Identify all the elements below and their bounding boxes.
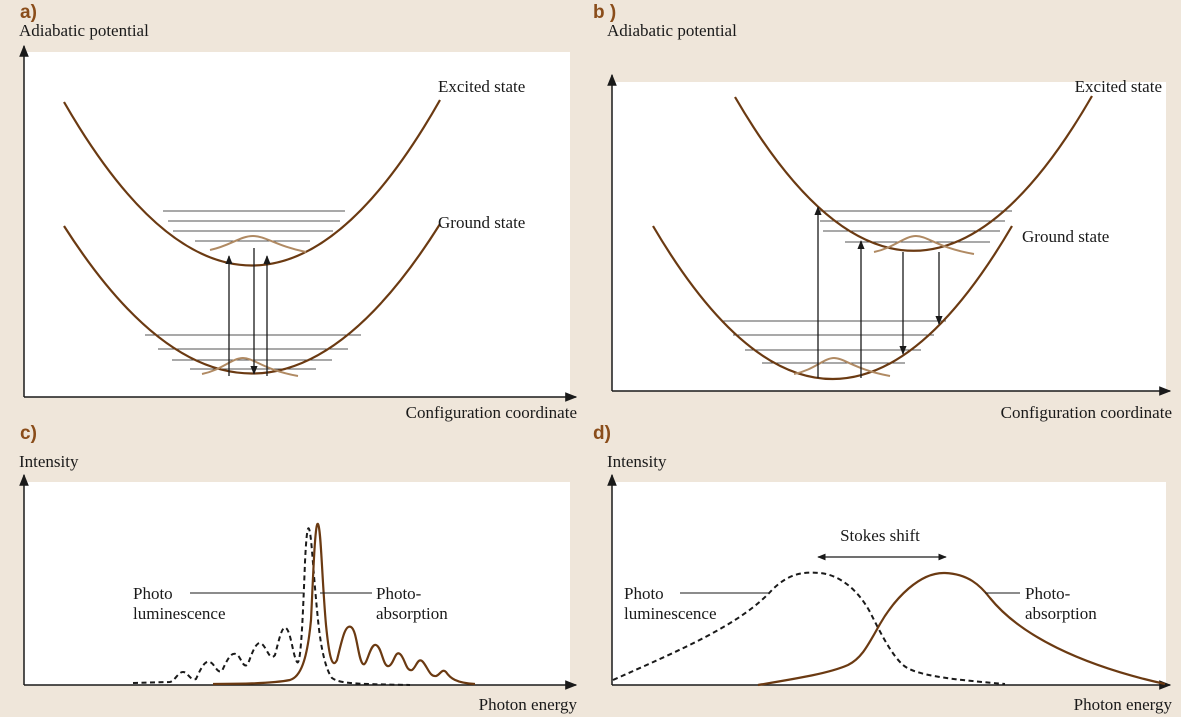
panel-a-excited-levels xyxy=(163,210,345,242)
panel-d-y-axis-label: Intensity xyxy=(607,452,667,471)
panel-c-y-axis-label: Intensity xyxy=(19,452,79,471)
panel-a-excited-curve xyxy=(63,99,441,267)
panel-d: Stokes shift Photo luminescence Photo- a… xyxy=(607,473,1173,714)
panel-a-plot-area xyxy=(24,52,570,397)
panel-b-ground-wavefunction xyxy=(793,356,891,377)
panel-a-excited-wavefunction xyxy=(209,234,307,253)
panel-b-ground-label: Ground state xyxy=(1022,227,1109,246)
panel-d-photoabsorption-curve xyxy=(757,571,1166,687)
panel-d-letter: d) xyxy=(593,423,611,444)
panel-b-plot-area xyxy=(612,82,1166,391)
panel-c-letter: c) xyxy=(20,423,37,444)
panel-a: Excited state Ground state Configuration… xyxy=(19,44,578,422)
panel-c: Photo luminescence Photo- absorption Pho… xyxy=(19,473,578,714)
panel-b-excited-levels xyxy=(818,210,1012,243)
panel-d-stokes-shift-label: Stokes shift xyxy=(840,526,920,545)
panel-b-ground-curve xyxy=(652,225,1013,380)
panel-c-photoabsorption-label-1: Photo- xyxy=(376,584,422,603)
panel-a-ground-label: Ground state xyxy=(438,213,525,232)
panel-d-x-axis-label: Photon energy xyxy=(1074,695,1173,714)
panel-c-photoluminescence-label-2: luminescence xyxy=(133,604,226,623)
panel-a-ground-wavefunction xyxy=(201,356,299,377)
panel-d-plot-area xyxy=(612,482,1166,685)
panel-b-excited-wavefunction xyxy=(873,234,975,255)
panel-d-photoabsorption-label-2: absorption xyxy=(1025,604,1097,623)
panel-b-excited-curve xyxy=(734,95,1093,252)
panel-b-ground-levels xyxy=(722,320,946,364)
panel-d-photoluminescence-curve xyxy=(612,571,1006,685)
panel-b-excited-label: Excited state xyxy=(1075,77,1162,96)
panel-a-letter: a) xyxy=(20,2,37,23)
panel-c-photoabsorption-curve xyxy=(212,522,476,686)
panel-c-photoabsorption-label-2: absorption xyxy=(376,604,448,623)
panel-d-photoluminescence-label-1: Photo xyxy=(624,584,664,603)
panel-b-y-axis-label: Adiabatic potential xyxy=(607,21,737,40)
panel-a-excited-label: Excited state xyxy=(438,77,525,96)
panel-c-plot-area xyxy=(24,482,570,685)
panel-c-x-axis-label: Photon energy xyxy=(479,695,578,714)
panel-a-y-axis-label: Adiabatic potential xyxy=(19,21,149,40)
panel-b: Excited state Ground state Configuration… xyxy=(607,73,1172,422)
panel-c-photoluminescence-label-1: Photo xyxy=(133,584,173,603)
panel-a-x-axis-label: Configuration coordinate xyxy=(406,403,577,422)
panel-d-photoabsorption-label-1: Photo- xyxy=(1025,584,1071,603)
panel-d-photoluminescence-label-2: luminescence xyxy=(624,604,717,623)
panel-b-letter: b ) xyxy=(593,2,617,23)
panel-b-x-axis-label: Configuration coordinate xyxy=(1001,403,1172,422)
